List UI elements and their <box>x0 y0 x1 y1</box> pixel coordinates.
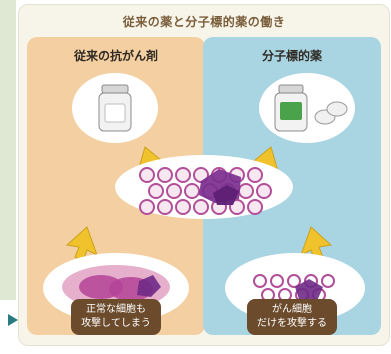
center-cells-bubble <box>115 155 293 219</box>
right-drug-bubble <box>259 73 355 143</box>
cancer-and-normal-cells-icon <box>139 167 272 215</box>
left-drug-bubble <box>72 73 158 143</box>
left-result-bubble <box>43 253 189 323</box>
left-margin-blank <box>0 300 16 354</box>
right-column-title: 分子標的薬 <box>261 49 322 63</box>
left-column-title: 従来の抗がん剤 <box>73 49 158 63</box>
pointer-arrow-icon <box>8 314 18 326</box>
targeted-drug-icon <box>274 84 348 132</box>
diagram-title: 従来の薬と分子標的薬の働き <box>122 15 286 29</box>
left-margin-panel <box>0 0 16 354</box>
damaged-cells-icon <box>62 265 170 309</box>
left-caption-box: 正常な細胞も 攻撃してしまう <box>71 299 161 335</box>
medicine-bottle-icon <box>98 84 132 132</box>
right-caption-box: がん細胞 だけを攻撃する <box>247 299 337 335</box>
diagram-frame: 従来の薬と分子標的薬の働き 従来の抗がん剤 <box>18 4 390 346</box>
